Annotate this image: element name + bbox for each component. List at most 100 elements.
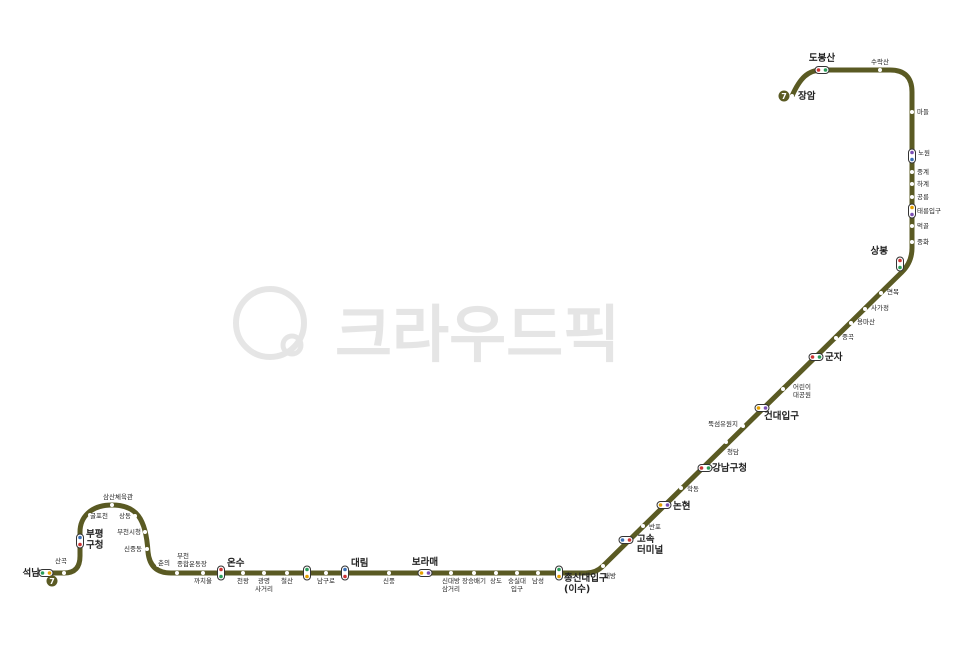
station-dot: [601, 564, 605, 568]
station-madeul[interactable]: 마들: [910, 107, 929, 116]
station-junghwa[interactable]: 중화: [910, 238, 929, 246]
station-taereung[interactable]: 태릉입구: [908, 203, 941, 219]
station-kkachiul[interactable]: 까치울: [194, 571, 212, 585]
station-yongmasan[interactable]: 용마산: [849, 317, 875, 326]
station-hagye[interactable]: 하계: [910, 179, 929, 188]
station-dot: [781, 387, 785, 391]
station-sinpung[interactable]: 신풍: [383, 571, 395, 585]
station-label: 반포: [649, 522, 661, 531]
station-gongneung[interactable]: 공릉: [910, 193, 929, 201]
station-bucheon-cityhall[interactable]: 부천시청: [117, 527, 147, 536]
transfer-line-dot: [658, 503, 663, 507]
station-jangseungbaegi[interactable]: 장승배기: [462, 571, 486, 585]
transfer-line-dot: [756, 406, 761, 410]
transfer-line-dot: [557, 574, 561, 579]
transfer-line-dot: [706, 466, 711, 470]
station-dot: [910, 224, 914, 228]
station-dot: [143, 530, 147, 534]
station-sinjung[interactable]: 신중동: [124, 544, 149, 553]
station-sangok[interactable]: 산곡: [55, 556, 67, 575]
station-sangdong[interactable]: 상동: [119, 511, 137, 520]
station-dot: [387, 571, 391, 575]
station-dot: [834, 336, 838, 340]
station-namguro[interactable]: 남구로: [317, 571, 335, 585]
station-boramae[interactable]: 보라매: [412, 556, 438, 577]
station-daerim[interactable]: 대림: [341, 557, 369, 581]
transfer-line-dot: [816, 68, 821, 72]
station-gangnamgu[interactable]: 강남구청: [697, 462, 747, 474]
station-label: 공릉: [917, 193, 929, 201]
station-label: 건대입구: [764, 410, 799, 422]
transfer-line-dot: [898, 258, 902, 263]
station-ttukseom[interactable]: 뚝섬유원지: [708, 419, 745, 428]
transfer-line-dot: [305, 567, 309, 572]
station-label: 철산: [281, 576, 293, 585]
station-sagajeong[interactable]: 사가정: [863, 303, 889, 312]
station-gulpocheon[interactable]: 굴포천: [88, 511, 108, 520]
station-dot: [62, 571, 66, 575]
station-sangdo[interactable]: 상도: [490, 571, 502, 585]
station-dot: [863, 307, 867, 311]
station-gunja[interactable]: 군자: [808, 351, 843, 363]
station-nowon[interactable]: 노원: [908, 148, 930, 164]
station-label: 수락산: [871, 57, 889, 66]
station-isu[interactable]: 총신대입구(이수): [555, 565, 608, 595]
station-dobongsan[interactable]: 도봉산: [809, 52, 835, 74]
transfer-line-dot: [305, 574, 309, 579]
line-badge-north: 7: [778, 90, 790, 102]
station-label: 도봉산: [809, 52, 835, 64]
station-suraksan[interactable]: 수락산: [871, 57, 889, 72]
station-dot: [324, 571, 328, 575]
station-nonhyeon[interactable]: 논현: [656, 500, 690, 512]
station-junggye[interactable]: 중계: [910, 167, 929, 176]
station-dot: [878, 68, 882, 72]
station-label: 대림: [351, 557, 368, 569]
station-label: 삼산체육관: [103, 492, 133, 501]
station-banpo[interactable]: 반포: [641, 522, 661, 531]
station-dot: [494, 571, 498, 575]
station-meokgol[interactable]: 먹골: [910, 221, 929, 230]
station-dot: [262, 571, 266, 575]
station-gasan[interactable]: [303, 565, 311, 581]
transfer-line-dot: [665, 503, 670, 507]
station-dot: [910, 182, 914, 186]
transfer-line-dot: [419, 571, 424, 575]
station-label: 군자: [825, 351, 843, 363]
station-naebang[interactable]: 내방: [601, 564, 616, 580]
station-label: 남성: [532, 576, 544, 585]
station-cheonwang[interactable]: 천왕: [237, 571, 249, 585]
transfer-line-dot: [343, 567, 347, 572]
station-chunui[interactable]: 춘의: [156, 558, 170, 567]
station-label: 먹골: [917, 221, 929, 230]
station-label: 강남구청: [712, 462, 747, 474]
station-cheolsan[interactable]: 철산: [281, 571, 293, 585]
station-myeonmok[interactable]: 면목: [879, 287, 899, 296]
station-label: 뚝섬유원지: [708, 419, 738, 428]
station-seoknam[interactable]: 석남: [23, 567, 54, 579]
station-samsan[interactable]: 삼산체육관: [103, 492, 133, 507]
station-jangam[interactable]: 장암: [790, 90, 816, 102]
station-dot: [641, 524, 645, 528]
station-cheongdam[interactable]: 청담: [724, 440, 739, 456]
station-konkuk[interactable]: 건대입구: [754, 404, 799, 423]
station-sangbong[interactable]: 상봉: [871, 245, 904, 272]
station-label: 석남: [23, 567, 41, 579]
transfer-line-dot: [557, 567, 561, 572]
station-onsu[interactable]: 온수: [217, 558, 245, 581]
transfer-line-dot: [219, 574, 223, 579]
station-hakdong[interactable]: 학동: [679, 484, 699, 493]
station-namseong[interactable]: 남성: [532, 571, 544, 585]
station-junggok[interactable]: 중곡: [834, 333, 854, 341]
transfer-line-dot: [810, 355, 815, 359]
line-badge-west: 7: [46, 575, 58, 587]
